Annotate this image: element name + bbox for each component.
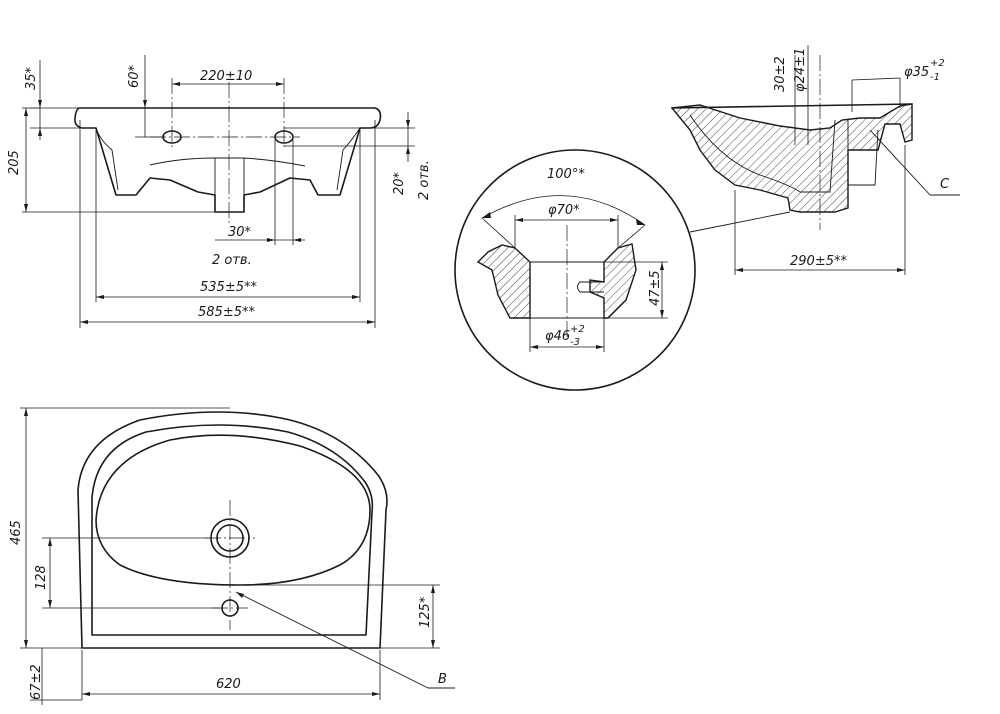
front-basin-outline [74,107,382,213]
top-128-label: 128 [34,565,49,590]
detail-46-label: φ46 [545,329,570,344]
side-section-bowl [670,103,913,213]
side-view: 30±2 φ24±1 φ35 +2 -1 C 290±5** [670,45,960,275]
dim-20-label: 20* [392,171,407,195]
front-view: 220±10 60* 35* 205 20* 2 отв. [7,55,432,328]
front-trap [149,157,306,167]
detail-circle [454,149,696,391]
top-620-label: 620 [216,677,241,692]
detail-47-label: 47±5 [648,270,663,306]
detail-70-label: φ70* [548,203,580,218]
top-outer-outline [77,411,388,649]
top-b-label: B [438,672,447,687]
side-30-label: 30±2 [773,56,788,92]
side-35-label: φ35 [904,65,929,80]
detail-46-lower: -3 [570,337,580,348]
detail-46-upper: +2 [570,324,585,335]
front-rim-inner [95,127,119,191]
side-290-label: 290±5** [790,254,847,269]
dim-535-label: 535±5** [200,280,257,295]
top-125-label: 125* [418,596,433,628]
dim-60-label: 60* [127,64,142,88]
side-35-lower: -1 [930,72,940,83]
dim-585-label: 585±5** [198,305,255,320]
side-overflow [847,120,879,186]
dim-205-label: 205 [7,150,22,175]
side-inner-surface [689,114,836,193]
dim-holes-bottom-label: 2 отв. [212,253,252,268]
detail-slot [577,281,604,293]
top-465-label: 465 [9,520,24,545]
top-bowl [95,434,371,586]
dim-holes-right-label: 2 отв. [417,160,432,200]
dim-220-label: 220±10 [200,69,252,84]
side-35-upper: +2 [930,58,945,69]
detail-c-view: 100°* φ70* 47±5 φ46 +2 -3 [454,149,791,391]
side-24-label: φ24±1 [793,48,808,92]
detail-angle-label: 100°* [547,167,585,182]
detail-section-left [476,244,531,319]
side-c-label: C [940,177,950,192]
front-rim-inner-right [336,127,361,191]
dim-35-label: 35* [24,66,39,90]
top-67-label: 67±2 [29,664,44,700]
top-inner-rim [91,424,374,636]
dim-30-label: 30* [228,225,252,240]
top-view: 465 128 125* 67±2 620 B [9,407,455,705]
detail-section-right [589,243,637,319]
